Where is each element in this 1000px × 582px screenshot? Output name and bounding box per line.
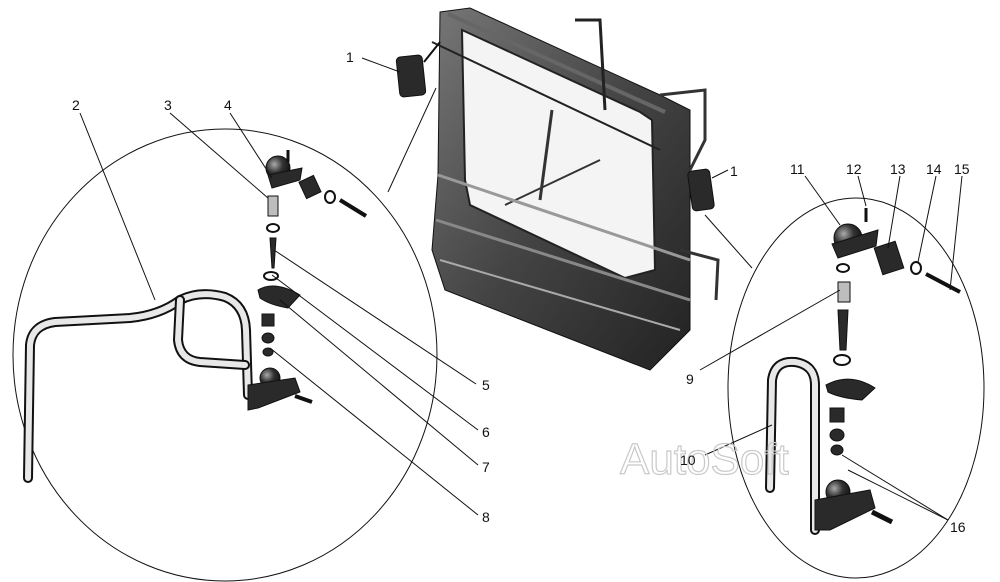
callout-10: 10	[680, 452, 696, 468]
right-parts-stack	[814, 208, 961, 531]
leader-lines	[79, 57, 963, 521]
callout-14: 14	[926, 161, 942, 177]
callout-7: 7	[482, 459, 490, 475]
callout-11: 11	[790, 161, 805, 177]
truck-cab	[431, 7, 720, 371]
right-mirror-tube	[765, 356, 820, 535]
callout-13: 13	[890, 161, 906, 177]
right-mirror	[687, 168, 715, 212]
callout-9: 9	[686, 371, 694, 387]
callout-12: 12	[846, 161, 862, 177]
left-mirror-tube	[23, 289, 253, 483]
callout-15: 15	[954, 161, 970, 177]
callout-3: 3	[164, 97, 172, 113]
right-detail-circle	[727, 197, 985, 579]
callout-1-right: 1	[730, 163, 738, 179]
callout-1-left: 1	[346, 49, 354, 65]
callout-8: 8	[482, 509, 490, 525]
left-detail-circle	[12, 128, 438, 582]
callout-16: 16	[950, 519, 966, 535]
callout-2: 2	[72, 97, 80, 113]
callout-6: 6	[482, 424, 490, 440]
callout-labels: 1 1 2 3 4 5 6 7 8 9 10 11 12 13 14 15 16	[72, 49, 970, 535]
callout-4: 4	[224, 97, 232, 113]
callout-5: 5	[482, 377, 490, 393]
left-parts-stack	[247, 150, 368, 411]
left-mirror	[395, 41, 441, 98]
watermark-text: AutoSoft	[620, 435, 789, 484]
